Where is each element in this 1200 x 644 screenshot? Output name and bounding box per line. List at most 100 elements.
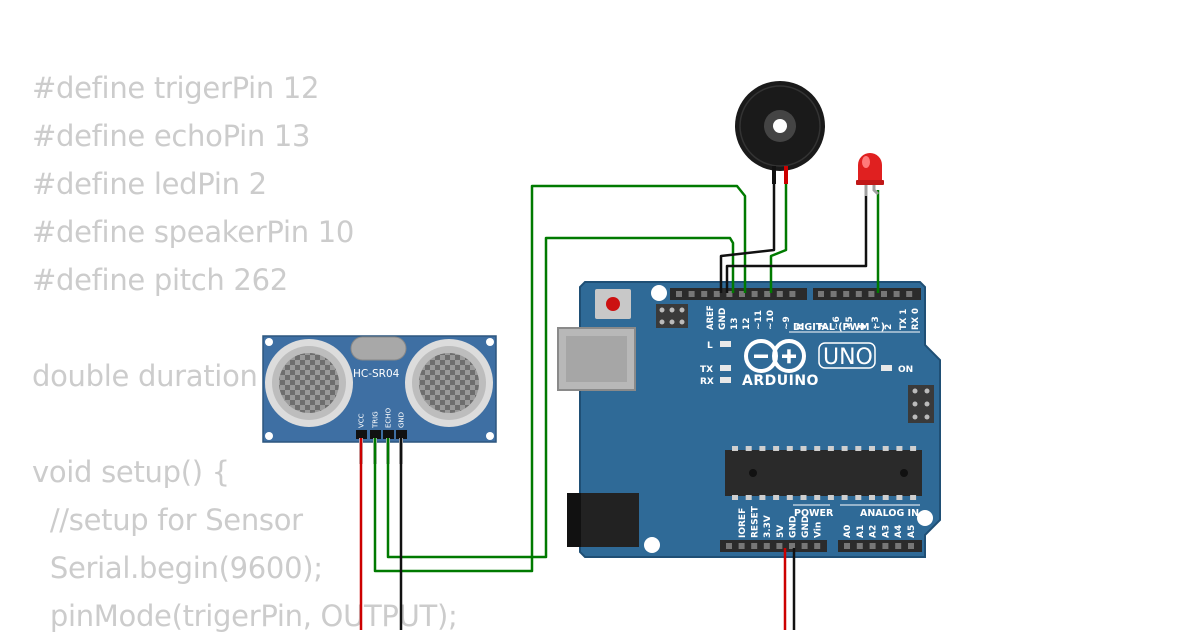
header-hole xyxy=(882,543,889,549)
header-hole xyxy=(844,543,850,549)
power-pin-label: GND xyxy=(801,516,811,538)
header-hole xyxy=(814,543,821,549)
microcontroller-chip xyxy=(725,446,922,500)
code-line: #define pitch 262 xyxy=(32,263,288,297)
header-hole xyxy=(789,291,796,297)
reset-button xyxy=(595,289,631,319)
header-hole xyxy=(818,291,824,297)
chip-pin xyxy=(896,446,903,451)
chip-pin xyxy=(869,495,875,500)
header-hole xyxy=(726,543,732,549)
code-line: double duration xyxy=(32,359,258,393)
digital-header-label: DIGITAL (PWM ~) xyxy=(793,322,885,333)
power-pin-label: IOREF xyxy=(738,508,748,538)
power-pin-label: 5V xyxy=(776,525,786,538)
led-l-label: L xyxy=(707,341,713,351)
header-hole xyxy=(856,543,863,549)
header-hole xyxy=(789,543,795,549)
header-hole xyxy=(843,291,850,297)
sensor-pin-header xyxy=(356,430,367,439)
digital-pin-label: RX 0 xyxy=(911,308,921,330)
code-line: Serial.begin(9600); xyxy=(32,551,323,585)
digital-pin-label: 8 xyxy=(796,324,806,330)
power-jack xyxy=(567,493,639,547)
analog-pin-label: A2 xyxy=(869,525,879,538)
sensor-pin-label: TRIG xyxy=(372,411,380,429)
header-hole xyxy=(869,543,876,549)
chip-pin xyxy=(800,446,807,451)
chip-pin xyxy=(827,495,834,500)
power-pin-label: GND xyxy=(788,516,798,538)
chip-pin xyxy=(855,495,862,500)
code-line: #define speakerPin 10 xyxy=(32,215,355,249)
sensor-pin-header xyxy=(383,430,394,439)
analog-pin-label: A3 xyxy=(881,525,891,538)
chip-pin xyxy=(827,446,834,451)
code-line: pinMode(trigerPin, OUTPUT); xyxy=(32,599,458,633)
power-header xyxy=(720,540,827,552)
header-hole xyxy=(738,543,745,549)
header-hole xyxy=(763,543,770,549)
chip-pin xyxy=(759,495,766,500)
wire-echo-pin13 xyxy=(386,236,735,559)
header-hole xyxy=(701,291,708,297)
header-hole xyxy=(739,291,745,297)
chip-pin xyxy=(786,446,793,451)
transducer-left-icon xyxy=(265,339,353,427)
code-line: //setup for Sensor xyxy=(32,503,303,537)
header-hole xyxy=(830,291,837,297)
led-l xyxy=(720,341,731,347)
analog-pin-label: A5 xyxy=(907,525,917,538)
led-on xyxy=(881,365,892,371)
chip-pin xyxy=(800,495,807,500)
header-hole xyxy=(713,291,720,297)
header-hole xyxy=(906,291,913,297)
digital-pin-label: 7 xyxy=(819,324,829,330)
chip-pin xyxy=(773,446,780,451)
header-hole xyxy=(726,291,733,297)
digital-header-right xyxy=(813,288,921,300)
chip-pin xyxy=(841,495,848,500)
chip-pin xyxy=(910,446,917,451)
red-led xyxy=(856,153,884,196)
digital-pin-label: ~9 xyxy=(782,316,792,330)
header-hole xyxy=(893,291,900,297)
board-brand: ARDUINO xyxy=(742,373,819,389)
sensor-pin-label: VCC xyxy=(358,413,366,428)
power-pin-label: RESET xyxy=(751,505,761,538)
digital-pin-label: ~3 xyxy=(871,316,881,330)
digital-pin-label: 12 xyxy=(742,317,752,330)
header-hole xyxy=(688,291,695,297)
led-rx-label: RX xyxy=(700,377,714,387)
wire-buzzer-pin10 xyxy=(769,168,788,293)
chip-pin xyxy=(882,446,889,451)
sensor-pin-header xyxy=(396,430,407,439)
code-line: void setup() { xyxy=(32,455,230,489)
chip-pin xyxy=(745,446,752,451)
led-tx xyxy=(720,365,731,371)
piezo-buzzer xyxy=(735,81,825,184)
header-hole xyxy=(908,543,914,549)
power-pin-label: 3.3V xyxy=(763,515,773,538)
digital-pin-label: 2 xyxy=(884,324,894,330)
sensor-pin-header xyxy=(370,430,381,439)
header-hole xyxy=(801,543,808,549)
sensor-pin-label: GND xyxy=(398,412,406,428)
chip-pin xyxy=(814,446,821,451)
analog-label: ANALOG IN xyxy=(860,508,919,519)
chip-pin xyxy=(814,495,821,500)
power-pin-label: Vin xyxy=(814,522,824,538)
wire-led-gnd xyxy=(725,188,868,293)
chip-pin xyxy=(745,495,752,500)
power-label: POWER xyxy=(794,508,834,519)
led-on-label: ON xyxy=(898,365,913,375)
digital-pin-label: 4 xyxy=(858,324,868,330)
header-hole xyxy=(895,543,902,549)
chip-pin xyxy=(896,495,903,500)
chip-pin xyxy=(773,495,780,500)
chip-pin xyxy=(732,446,738,451)
wiring xyxy=(359,168,880,630)
digital-pin-label: ~10 xyxy=(766,310,776,330)
